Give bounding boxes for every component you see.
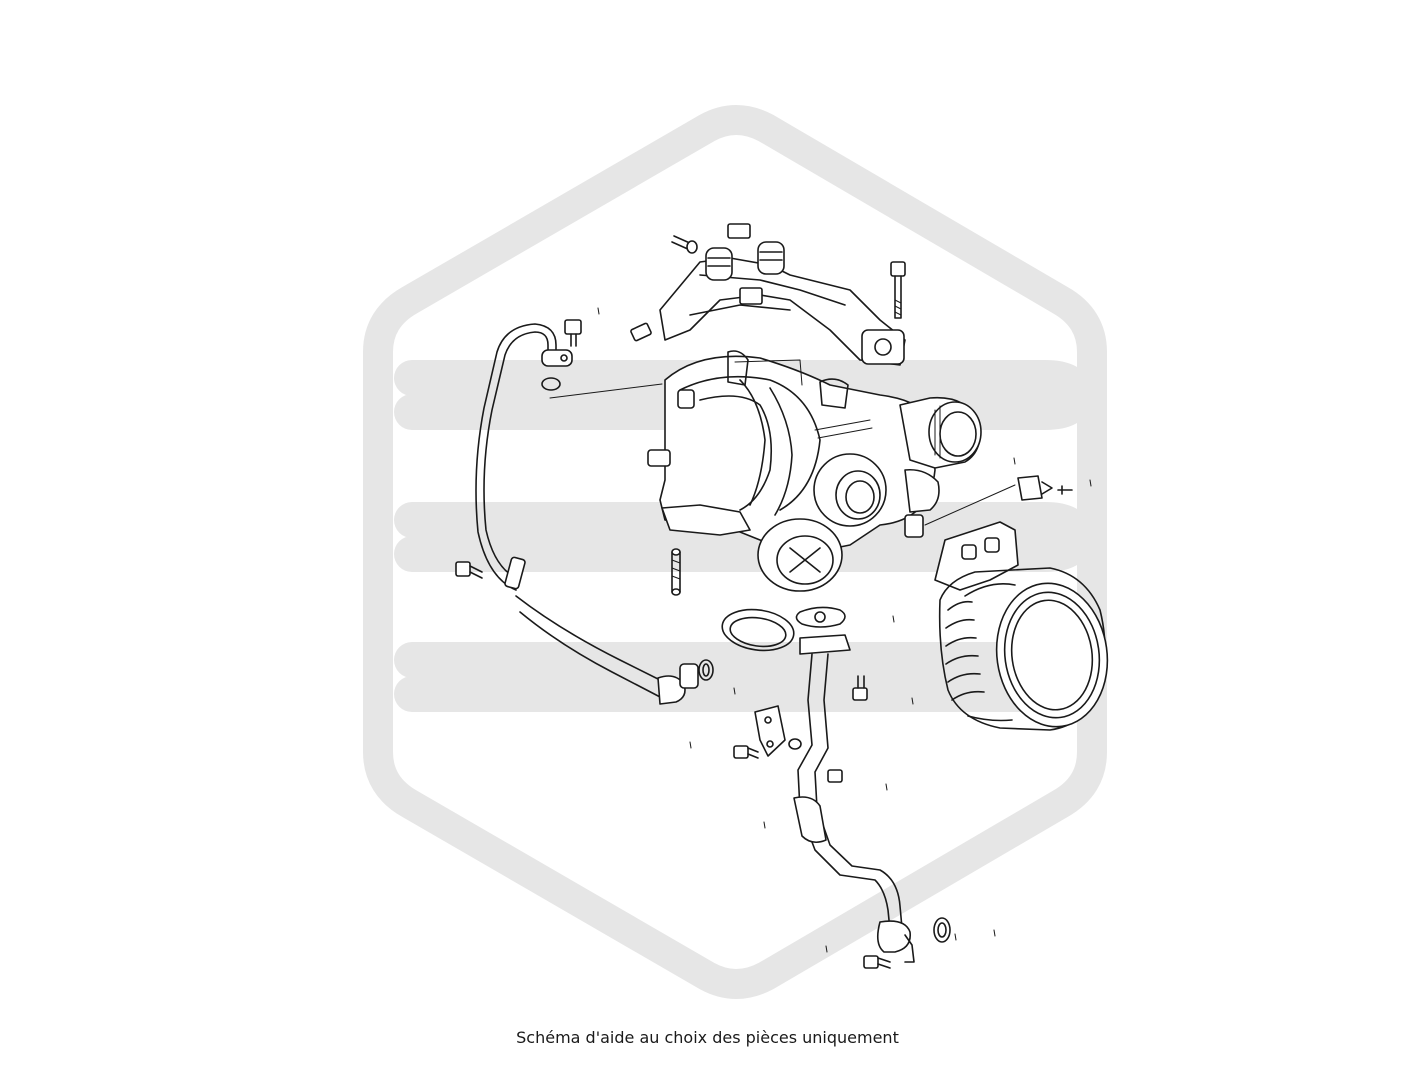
- stud: [671, 548, 681, 596]
- bolt: [863, 955, 891, 969]
- bolt: [827, 769, 843, 783]
- intake-bellows-hose: [934, 521, 1109, 731]
- v-band-clamp: [721, 608, 795, 652]
- reference-ticks: [597, 307, 1092, 953]
- oil-feed-pipe: [475, 323, 714, 705]
- bolt: [733, 745, 759, 759]
- bolt: [890, 261, 906, 319]
- stud: [671, 235, 698, 254]
- gasket: [795, 606, 846, 628]
- mounting-bracket: [659, 223, 906, 366]
- bolt: [852, 675, 868, 701]
- turbocharger: [549, 350, 1016, 592]
- bolt: [455, 561, 483, 579]
- bolt: [564, 319, 582, 347]
- oil-return-pipe: [754, 634, 951, 963]
- sensor-connector: [1017, 475, 1073, 501]
- diagram-caption: Schéma d'aide au choix des pièces unique…: [516, 1028, 899, 1047]
- sensor-connector: [630, 322, 652, 342]
